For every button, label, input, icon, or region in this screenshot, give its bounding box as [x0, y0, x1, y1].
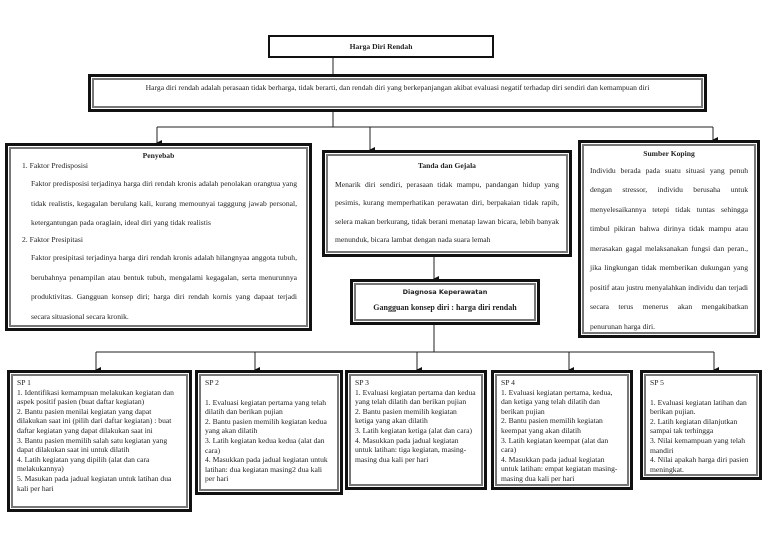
sp-line: 4. Masukkan pada jadual kegiatan untuk l… — [205, 455, 328, 484]
sp-line: 3. Latih kegiatan keempat (alat dan cara… — [501, 435, 609, 455]
sp-line: 2. Bantu pasien menilai kegiatan yang da… — [17, 406, 172, 435]
sumber-heading: Sumber Koping — [643, 149, 695, 158]
sp-line: 1. Evaluasi kegiatan latihan dan berikan… — [650, 397, 747, 417]
sumber-box: Sumber Koping Individu berada pada suatu… — [578, 140, 760, 338]
tanda-text: Menarik diri sendiri, perasaan tidak mam… — [335, 179, 559, 245]
tanda-heading: Tanda dan Gejala — [418, 161, 476, 170]
sp-line: 3. Bantu pasien memilih salah satu kegia… — [17, 435, 168, 455]
sp-line: 3. Latih kegiatan ketiga (alat dan cara) — [355, 425, 473, 435]
sp3-box: SP 3 1. Evaluasi kegiatan pertama dan ke… — [345, 370, 487, 490]
sp-line: 2. Bantu pasien memilih kegiatan keempat… — [501, 416, 603, 435]
sp-line: 4. Nilai apakah harga diri pasien mening… — [650, 455, 749, 474]
penyebab-box: Penyebab 1. Faktor Predisposisi Faktor p… — [5, 143, 312, 331]
tanda-box: Tanda dan Gejala Menarik diri sendiri, p… — [322, 150, 572, 257]
definition-box: Harga diri rendah adalah perasaan tidak … — [88, 74, 707, 112]
sp-title: SP 1 — [17, 378, 31, 387]
sp-line: 1. Evaluasi kegiatan pertama dan kedua y… — [355, 387, 476, 407]
sp-line: 4. Masukkan pada jadual kegiatan untuk l… — [355, 435, 467, 464]
diagnosa-heading: Diagnosa Keperawatan — [402, 288, 488, 296]
sp-line: 4. Latih kegiatan yang dipilih (alat dan… — [17, 454, 150, 474]
sp-title: SP 2 — [205, 378, 219, 387]
sp-title: SP 5 — [650, 378, 664, 387]
sp1-box: SP 1 1. Identifikasi kemampuan melakukan… — [7, 370, 192, 512]
sp-line: 4. Masukkan pada jadual kegiatan untuk l… — [501, 454, 618, 483]
sp-title: SP 4 — [501, 378, 515, 387]
sp-line: 2. Bantu pasien memilih kegiatan kedua y… — [205, 416, 327, 436]
sp-line: 1. Identifikasi kemampuan melakukan kegi… — [17, 387, 174, 407]
title-box: Harga Diri Rendah — [268, 35, 494, 58]
sp-line: 1. Evaluasi kegiatan pertama yang telah … — [205, 397, 327, 417]
sp-line: 1. Evaluasi kegiatan pertama, kedua, dan… — [501, 387, 613, 416]
sp-line: 2. Latih kegiatan dilanjutkan sampai tak… — [650, 416, 738, 436]
sumber-text: Individu berada pada suatu situasi yang … — [590, 165, 748, 331]
diagnosa-box: Diagnosa Keperawatan Gangguan konsep dir… — [350, 279, 540, 325]
sp5-box: SP 5 1. Evaluasi kegiatan latihan dan be… — [640, 370, 762, 480]
penyebab-item-label: 1. Faktor Predisposisi — [22, 160, 89, 170]
sp-line: 2. Bantu pasien memilih kegiatan ketiga … — [355, 406, 457, 426]
sp-line: 3. Latih kegiatan kedua kedua (alat dan … — [205, 435, 325, 455]
sp-line: 3. Nilai kemampuan yang telah mandiri — [650, 435, 746, 455]
penyebab-item-text: Faktor predisposisi terjadinya harga dir… — [31, 179, 297, 228]
sp-line: 5. Masukan pada jadual kegiatan untuk la… — [17, 473, 172, 493]
penyebab-item-text: Faktor presipitasi terjadinya harga diri… — [31, 253, 297, 321]
diagnosa-text: Gangguan konsep diri : harga diri rendah — [373, 303, 517, 312]
penyebab-item-label: 2. Faktor Presipitasi — [22, 234, 83, 244]
penyebab-heading: Penyebab — [142, 151, 175, 160]
sp2-box: SP 2 1. Evaluasi kegiatan pertama yang t… — [195, 370, 343, 495]
sp-title: SP 3 — [355, 378, 369, 387]
sp4-box: SP 4 1. Evaluasi kegiatan pertama, kedua… — [491, 370, 633, 490]
